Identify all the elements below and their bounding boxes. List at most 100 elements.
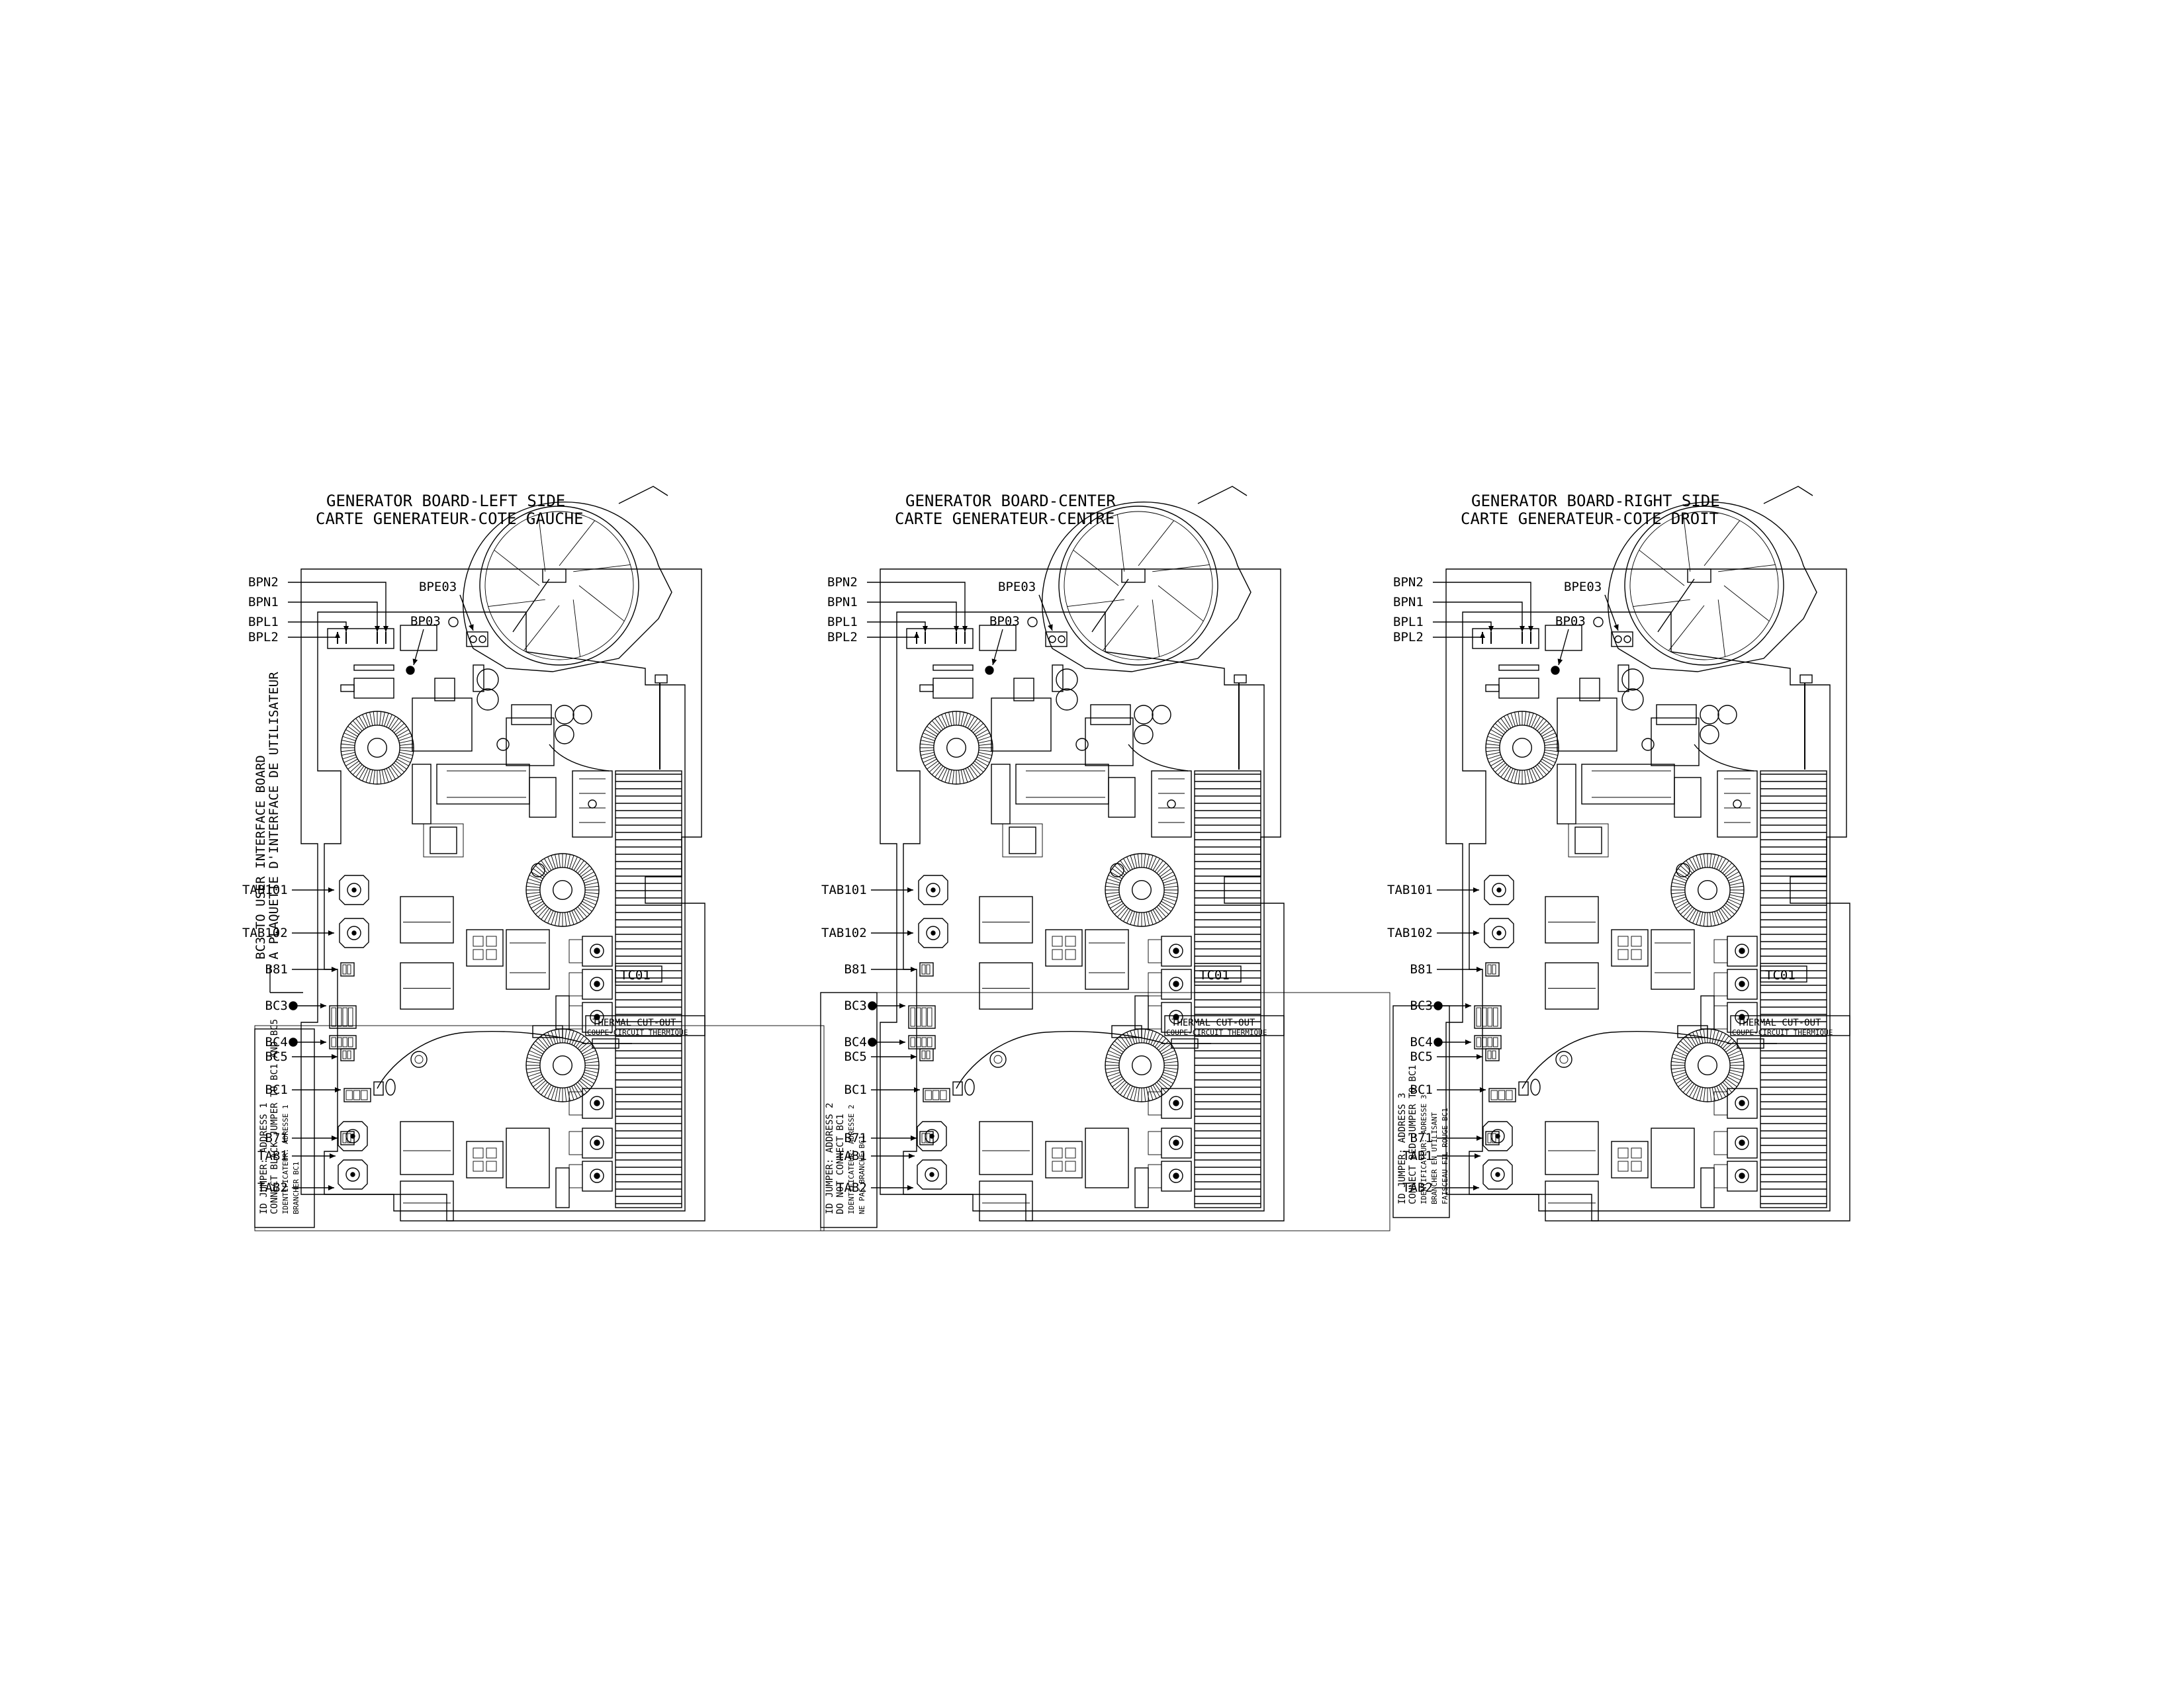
- label-bc5: BC5: [265, 1049, 288, 1064]
- label-bc3: BC3: [844, 999, 867, 1013]
- tab101-terminal: [918, 875, 948, 905]
- blower-fan: [1042, 486, 1251, 672]
- label-bp03: BP03: [989, 614, 1020, 629]
- pcb-outline: [896, 611, 1265, 1212]
- bc3-note-line1: BC3 TO USER INTERFACE BOARD: [253, 755, 268, 959]
- jumper-line-3: BRANCHER EN UTILISANT: [1430, 1112, 1439, 1204]
- top-toroid: [919, 711, 993, 785]
- bottom-toroid: [1670, 1028, 1745, 1102]
- thermal-wire: [1522, 1031, 1731, 1089]
- bpe03-terminal: [1045, 631, 1068, 647]
- transformer-block: [1545, 1121, 1599, 1175]
- transformer-block: [979, 962, 1033, 1010]
- jumper-line-1: CONNECT RED JUMPER TO BC1: [1408, 1065, 1418, 1204]
- label-bc4: BC4: [844, 1035, 867, 1049]
- label-bpl1: BPL1: [248, 615, 279, 629]
- tab101-terminal: [339, 875, 369, 905]
- label-bc1: BC1: [844, 1083, 867, 1097]
- thermal-fr: COUPE-CIRCUIT THERMIQUE: [587, 1028, 688, 1037]
- tab1-terminal: [1482, 1121, 1513, 1151]
- board-title-en: GENERATOR BOARD-RIGHT SIDE: [1471, 492, 1720, 510]
- jumper-line-1: DO NOT CONNECT BC1: [835, 1114, 846, 1214]
- label-bc1: BC1: [1410, 1083, 1433, 1097]
- board-title-en: GENERATOR BOARD-CENTER: [905, 492, 1116, 510]
- jumper-line-4: FAISCEAU FIL ROUGE BC1: [1441, 1108, 1449, 1204]
- bc3-note: BC3 TO USER INTERFACE BOARD A PLAQUETTE …: [253, 672, 303, 993]
- transformer-block: [1545, 896, 1599, 944]
- board-title-fr: CARTE GENERATEUR-CENTRE: [895, 510, 1115, 528]
- thermal-en: THERMAL CUT-OUT: [592, 1018, 676, 1028]
- label-bc5: BC5: [844, 1049, 867, 1064]
- label-tab101: TAB101: [821, 883, 867, 897]
- blower-fan: [463, 486, 672, 672]
- bc1-connector: [1488, 1088, 1516, 1102]
- label-bpn2: BPN2: [1393, 575, 1424, 590]
- pcb-outline: [317, 611, 686, 1212]
- jumper-line-0: ID JUMPER: ADDRESS 1: [259, 1102, 269, 1214]
- tab101-terminal: [1484, 875, 1514, 905]
- tab102-terminal: [918, 918, 948, 948]
- thermal-fr: COUPE-CIRCUIT THERMIQUE: [1166, 1028, 1267, 1037]
- tab2-terminal: [338, 1159, 368, 1190]
- label-bpl1: BPL1: [1393, 615, 1424, 629]
- transformer-block: [1545, 962, 1599, 1010]
- bc3-connector: [1474, 1005, 1502, 1029]
- label-tab2: TAB2: [257, 1180, 288, 1195]
- label-b71: B71: [844, 1131, 867, 1145]
- jumper-line-3: BRANCHER BC1: [292, 1162, 300, 1214]
- bpe03-terminal: [1611, 631, 1633, 647]
- note-frames: [254, 992, 1390, 1231]
- transformer-block: [1545, 1180, 1599, 1222]
- bc4-connector: [1474, 1035, 1502, 1049]
- label-tab102: TAB102: [242, 926, 288, 940]
- label-b81: B81: [844, 962, 867, 977]
- label-bc4: BC4: [1410, 1035, 1433, 1049]
- thermal-cutout-box: [1164, 1015, 1285, 1036]
- bottom-toroid: [1105, 1028, 1179, 1102]
- label-tab102: TAB102: [821, 926, 867, 940]
- board-outline: [1445, 568, 1850, 1222]
- jumper-line-3: NE PAS BRANCHE BC1: [858, 1135, 866, 1214]
- bc5-connector: [340, 1048, 355, 1061]
- bc3-dot: [868, 1001, 877, 1010]
- bc3-connector: [329, 1005, 357, 1029]
- label-tab1: TAB1: [257, 1149, 288, 1163]
- bottom-toroid: [525, 1028, 600, 1102]
- tab102-terminal: [339, 918, 369, 948]
- label-b71: B71: [1410, 1131, 1433, 1145]
- mid-toroid: [1670, 853, 1745, 927]
- label-bpn1: BPN1: [1393, 595, 1424, 609]
- label-bc3: BC3: [265, 999, 288, 1013]
- label-tab2: TAB2: [1402, 1180, 1433, 1195]
- tab2-terminal: [1482, 1159, 1513, 1190]
- board-title-fr: CARTE GENERATEUR-COTE GAUCHE: [316, 510, 584, 528]
- top-toroid: [1485, 711, 1559, 785]
- bc1-connector: [343, 1088, 371, 1102]
- label-bpn2: BPN2: [827, 575, 858, 590]
- board-outline: [300, 568, 705, 1222]
- transformer-block: [979, 896, 1033, 944]
- thermal-wire: [377, 1031, 586, 1089]
- label-bpe03: BPE03: [419, 580, 457, 594]
- pcb-outline: [1462, 611, 1831, 1212]
- top-connectors: [906, 617, 1068, 675]
- heatsink: [1760, 674, 1827, 1208]
- label-bpl2: BPL2: [827, 630, 858, 645]
- jumper-line-0: ID JUMPER: ADDRESS 2: [825, 1102, 835, 1214]
- top-connectors: [1472, 617, 1633, 675]
- b81-connector: [1485, 962, 1500, 977]
- bpe03-terminal: [466, 631, 488, 647]
- blower-fan: [1608, 486, 1817, 672]
- label-bp03: BP03: [1555, 614, 1586, 629]
- tc01-label: TC01: [1199, 968, 1230, 983]
- label-tab102: TAB102: [1387, 926, 1433, 940]
- label-b71: B71: [265, 1131, 288, 1145]
- jumper-line-2: IDENTIFICATEUR: ADRESSE 1: [281, 1104, 290, 1214]
- transformer-block: [979, 1180, 1033, 1222]
- label-tab101: TAB101: [1387, 883, 1433, 897]
- thermal-en: THERMAL CUT-OUT: [1171, 1018, 1255, 1028]
